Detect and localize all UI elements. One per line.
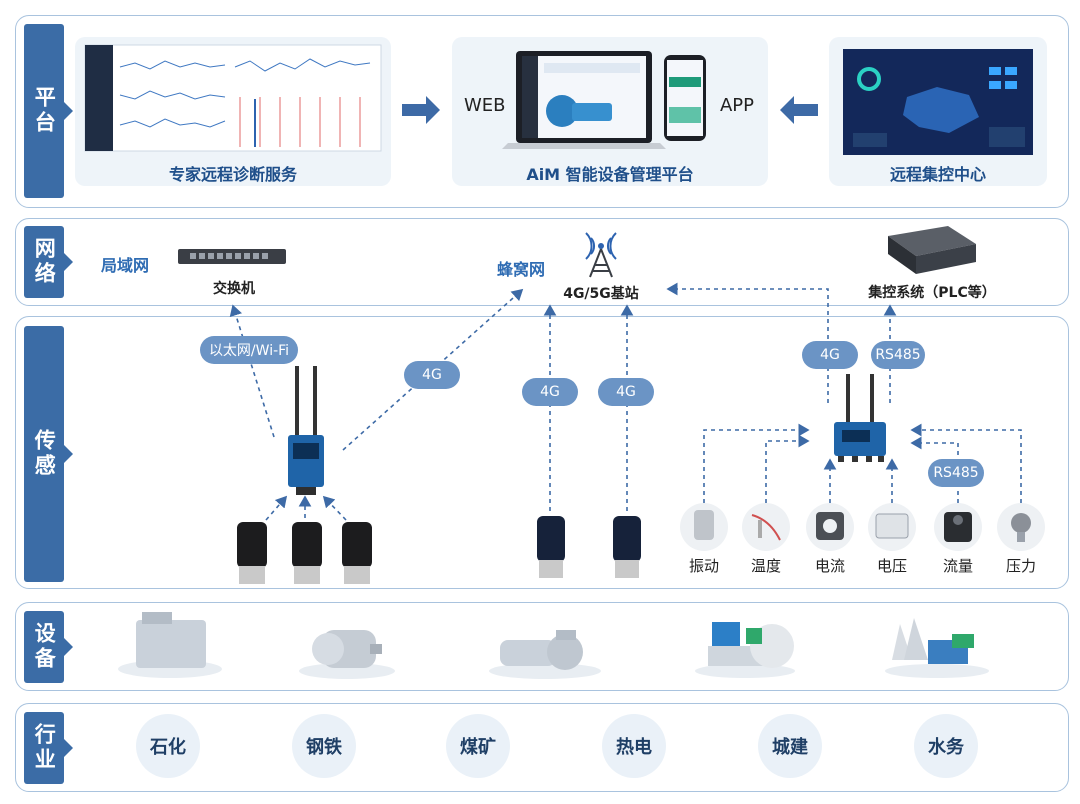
app-label: APP bbox=[719, 95, 754, 116]
remote-center-label: 远程集控中心 bbox=[889, 165, 986, 184]
remote-center-card[interactable]: 远程集控中心 bbox=[829, 37, 1047, 186]
plc-label: 集控系统（PLC等） bbox=[868, 285, 996, 301]
large-motor-icon bbox=[118, 612, 222, 678]
industrial-unit-icon bbox=[885, 618, 989, 678]
wireless-gateway-icon bbox=[288, 366, 324, 495]
sensor-label-vibration: 振动 bbox=[688, 557, 719, 575]
collector-icon bbox=[834, 374, 886, 462]
industry-coal[interactable]: 煤矿 bbox=[446, 714, 510, 778]
expert-service-card[interactable]: 专家远程诊断服务 bbox=[75, 37, 391, 186]
sensor-label-voltage: 电压 bbox=[876, 557, 907, 575]
sensor-label-pressure: 压力 bbox=[1005, 557, 1036, 575]
layer-tag-platform-text: 平台 bbox=[32, 86, 57, 136]
expert-service-label: 专家远程诊断服务 bbox=[168, 165, 297, 184]
ethernet-wifi-pill: 以太网/Wi-Fi bbox=[200, 336, 298, 364]
layer-tag-industry: 行业 bbox=[24, 712, 73, 784]
cellular-label: 蜂窝网 bbox=[497, 260, 546, 279]
layer-tag-network-text: 网络 bbox=[32, 237, 57, 287]
industry-water[interactable]: 水务 bbox=[914, 714, 978, 778]
layer-tag-platform: 平台 bbox=[24, 24, 73, 198]
industry-urban-construction[interactable]: 城建 bbox=[758, 714, 822, 778]
sensor-label-current: 电流 bbox=[814, 557, 845, 575]
industry-steel[interactable]: 钢铁 bbox=[292, 714, 356, 778]
dashboard-screenshot-icon bbox=[84, 44, 382, 152]
motor-icon bbox=[299, 630, 395, 679]
sensor-label-temperature: 温度 bbox=[750, 557, 781, 575]
gateway-4g-pill: 4G bbox=[404, 361, 460, 389]
sensor2-4g-pill: 4G bbox=[598, 378, 654, 406]
fan-machine-icon bbox=[695, 622, 795, 678]
layer-tag-sensing-text: 传感 bbox=[32, 429, 57, 479]
rs485-top-pill: RS485 bbox=[871, 341, 925, 369]
rs485-side-pill: RS485 bbox=[928, 459, 984, 487]
aim-platform-card[interactable]: WEB APP AiM 智能设备管理平台 bbox=[452, 37, 768, 186]
sensor-label-flow: 流量 bbox=[942, 557, 973, 575]
layer-tag-sensing: 传感 bbox=[24, 326, 73, 582]
sensor1-4g-pill: 4G bbox=[522, 378, 578, 406]
lan-label: 局域网 bbox=[101, 256, 150, 275]
collector-4g-pill: 4G bbox=[802, 341, 858, 369]
layer-tag-equipment: 设备 bbox=[24, 611, 73, 683]
pump-icon bbox=[489, 630, 601, 679]
wired-sensor-icons bbox=[680, 503, 1045, 551]
industry-petrochemical[interactable]: 石化 bbox=[136, 714, 200, 778]
layer-tag-equipment-text: 设备 bbox=[32, 622, 57, 672]
layer-tag-network: 网络 bbox=[24, 226, 73, 298]
web-label: WEB bbox=[464, 95, 506, 116]
control-center-screen-icon bbox=[843, 49, 1033, 155]
4g-sensors bbox=[537, 516, 641, 578]
base-station-label: 4G/5G基站 bbox=[563, 286, 639, 302]
gateway-sensors bbox=[237, 522, 372, 584]
aim-platform-label: AiM 智能设备管理平台 bbox=[526, 165, 694, 184]
switch-label: 交换机 bbox=[213, 281, 255, 297]
industry-thermal-power[interactable]: 热电 bbox=[602, 714, 666, 778]
laptop-phone-icon bbox=[502, 51, 706, 149]
layer-tag-industry-text: 行业 bbox=[32, 723, 57, 773]
